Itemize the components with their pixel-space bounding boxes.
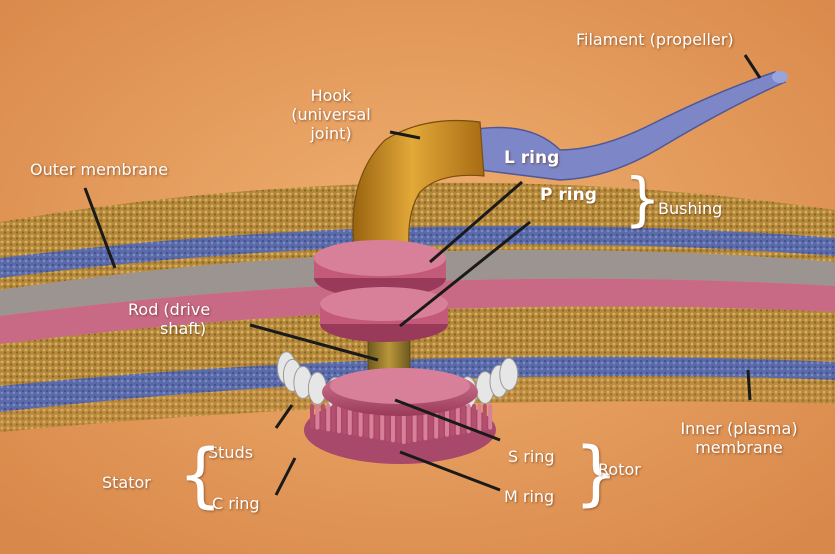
p-ring	[320, 287, 448, 342]
label-rod: Rod (drive shaft)	[128, 300, 210, 338]
rotor-tooth	[332, 404, 336, 432]
label-rod-line2: shaft)	[128, 319, 210, 338]
label-filament: Filament (propeller)	[576, 30, 734, 49]
label-bushing: Bushing	[658, 199, 722, 218]
rotor-tooth	[326, 404, 330, 431]
label-inner-line1: Inner (plasma)	[652, 419, 826, 438]
label-outer-membrane: Outer membrane	[30, 160, 168, 179]
label-stator: Stator	[102, 473, 151, 492]
label-l-ring: L ring	[504, 149, 559, 168]
filament-tip	[772, 71, 788, 83]
label-p-ring: P ring	[540, 186, 597, 205]
bushing-brace: }	[624, 170, 661, 228]
label-m-ring: M ring	[504, 487, 554, 506]
stator-stud	[500, 358, 518, 390]
label-hook: Hook (universal joint)	[276, 86, 386, 143]
label-hook-line1: Hook	[276, 86, 386, 105]
rotor-tooth	[461, 404, 465, 434]
rotor-tooth	[310, 404, 314, 429]
rotor-tooth	[337, 404, 341, 433]
label-hook-line3: joint)	[276, 124, 386, 143]
rotor-tooth	[488, 404, 492, 430]
label-s-ring: S ring	[508, 447, 555, 466]
label-hook-line2: (universal	[276, 105, 386, 124]
label-c-ring: C ring	[212, 494, 260, 513]
label-inner-line2: membrane	[652, 438, 826, 457]
rotor-tooth	[321, 404, 325, 431]
rotor-tooth	[315, 404, 319, 430]
label-rod-line1: Rod (drive	[128, 300, 210, 319]
rotor-tooth	[477, 404, 481, 431]
rotor-rings	[304, 368, 496, 464]
label-inner-membrane: Inner (plasma) membrane	[652, 419, 826, 457]
label-rotor: Rotor	[598, 460, 641, 479]
rotor-tooth	[483, 404, 487, 431]
rotor-tooth	[456, 404, 460, 435]
